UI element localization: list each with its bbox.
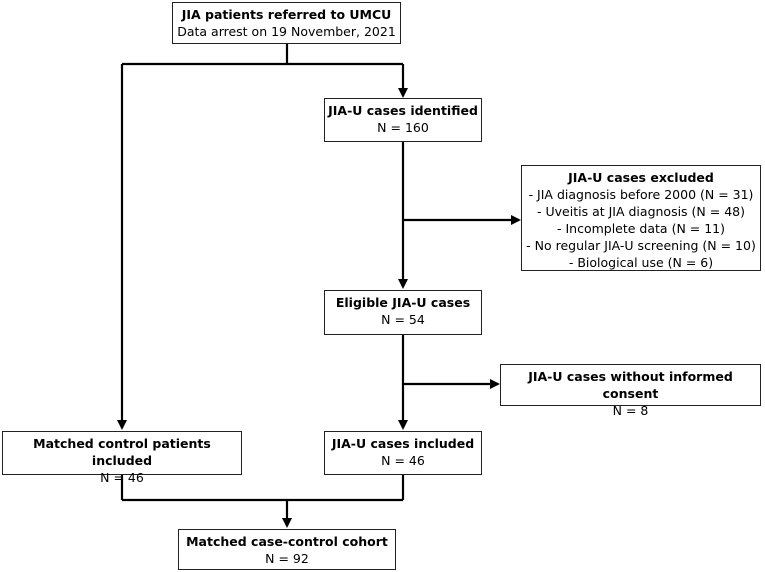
eligible-title: Eligible JIA-U cases	[335, 295, 471, 310]
controls-box: Matched control patients included N = 46	[2, 431, 242, 485]
cases-included-box: JIA-U cases included N = 46	[324, 431, 482, 475]
excluded-box: JIA-U cases excluded - JIA diagnosis bef…	[521, 165, 761, 271]
no-consent-box: JIA-U cases without informed consent N =…	[500, 364, 761, 418]
cohort-box: Matched case-control cohort N = 92	[178, 529, 396, 570]
identified-count: N = 160	[377, 120, 429, 135]
excluded-title: JIA-U cases excluded	[568, 170, 714, 185]
identified-box: JIA-U cases identified N = 160	[324, 98, 482, 142]
cases-included-count: N = 46	[381, 453, 425, 468]
excluded-reason: - Biological use (N = 6)	[568, 255, 714, 270]
controls-title: Matched control patients included	[33, 436, 211, 468]
excluded-reason: - No regular JIA-U screening (N = 10)	[526, 238, 756, 253]
excluded-reason: - JIA diagnosis before 2000 (N = 31)	[528, 187, 754, 202]
excluded-reason: - Uveitis at JIA diagnosis (N = 48)	[537, 204, 745, 219]
no-consent-title: JIA-U cases without informed consent	[528, 369, 733, 401]
eligible-box: Eligible JIA-U cases N = 54	[324, 290, 482, 335]
eligible-count: N = 54	[381, 312, 425, 327]
controls-count: N = 46	[100, 470, 144, 485]
cohort-title: Matched case-control cohort	[186, 534, 388, 549]
excluded-reason: - Incomplete data (N = 11)	[556, 221, 725, 236]
identified-title: JIA-U cases identified	[328, 103, 478, 118]
referred-box: JIA patients referred to UMCU Data arres…	[172, 2, 401, 44]
referred-subtitle: Data arrest on 19 November, 2021	[177, 24, 396, 39]
referred-title: JIA patients referred to UMCU	[181, 7, 392, 22]
cases-included-title: JIA-U cases included	[331, 436, 475, 451]
no-consent-count: N = 8	[612, 403, 649, 418]
cohort-count: N = 92	[265, 551, 309, 566]
